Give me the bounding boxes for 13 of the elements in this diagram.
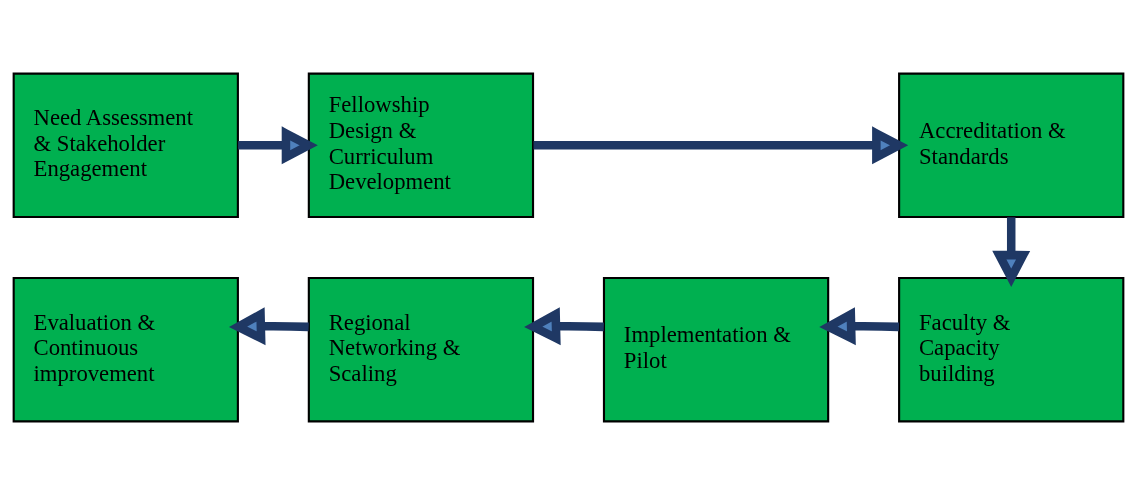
node-box: Implementation & Pilot	[602, 276, 830, 423]
node-box: Evaluation & Continuous improvement	[12, 276, 239, 423]
arrow	[819, 307, 900, 346]
arrow	[992, 217, 1031, 287]
arrow	[228, 307, 309, 346]
arrow	[524, 307, 604, 346]
node-box: Regional Networking & Scaling	[307, 276, 535, 423]
arrow	[533, 126, 909, 165]
node-box: Accreditation & Standards	[898, 72, 1125, 219]
node-box: Fellowship Design & Curriculum Development	[307, 72, 535, 219]
arrow	[238, 126, 318, 165]
node-box: Faculty & Capacity building	[898, 276, 1125, 423]
node-box: Need Assessment & Stakeholder Engagement	[12, 72, 239, 219]
